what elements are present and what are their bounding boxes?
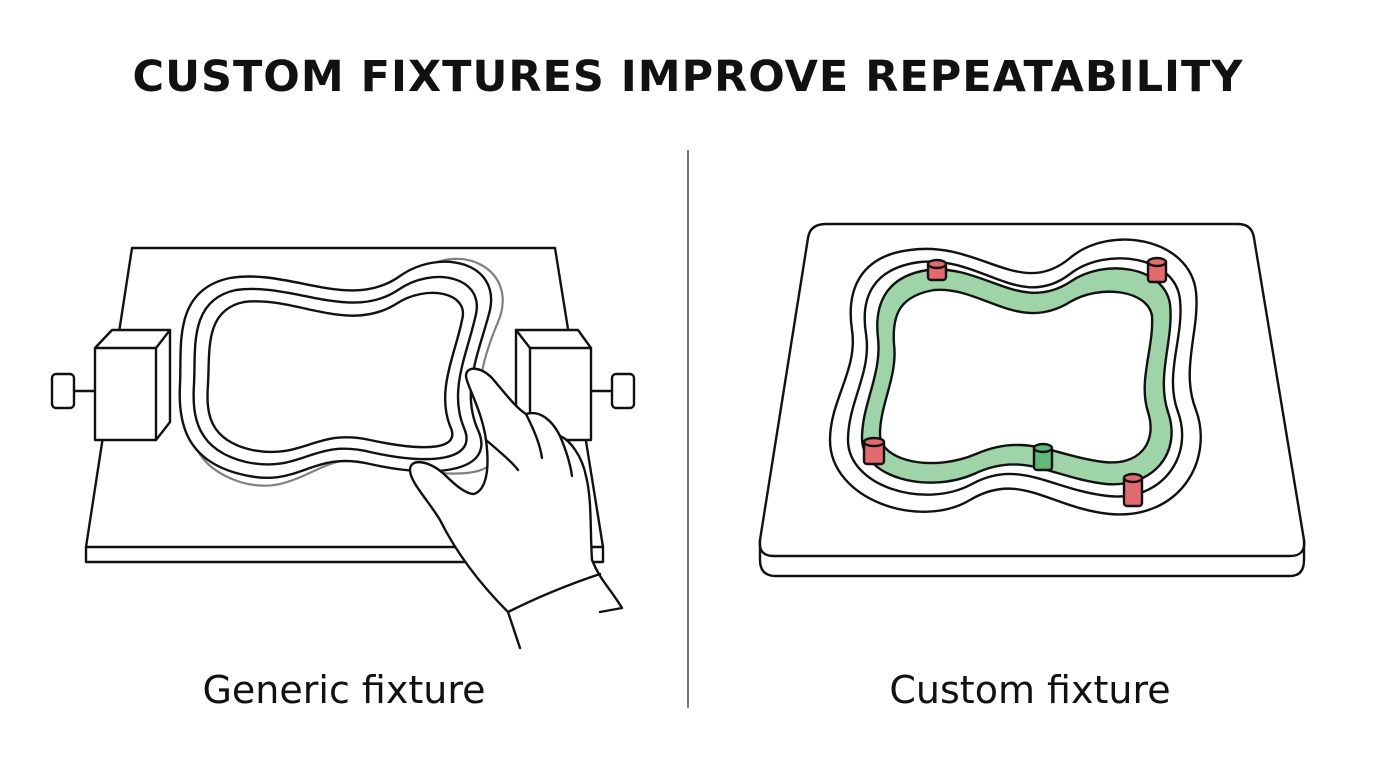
generic-part-inner-outline: [192, 275, 478, 466]
fixture-nest-cavity-inner: [846, 257, 1184, 498]
locator-pin-icon: [862, 256, 1168, 508]
seated-part-band: [860, 267, 1173, 486]
generic-fixture-illustration: [50, 246, 636, 650]
left-side-clamp-icon: [50, 328, 172, 442]
generic-fixture-caption: Generic fixture: [202, 668, 486, 712]
page-title: CUSTOM FIXTURES IMPROVE REPEATABILITY: [132, 52, 1244, 102]
fixture-nest-cavity-outer: [828, 238, 1202, 516]
generic-part-outer-outline: [178, 260, 493, 480]
generic-part-cavity-outline: [206, 291, 465, 454]
hand-icon: [408, 367, 624, 650]
custom-fixture-caption: Custom fixture: [889, 668, 1171, 712]
panel-divider: [687, 150, 689, 708]
